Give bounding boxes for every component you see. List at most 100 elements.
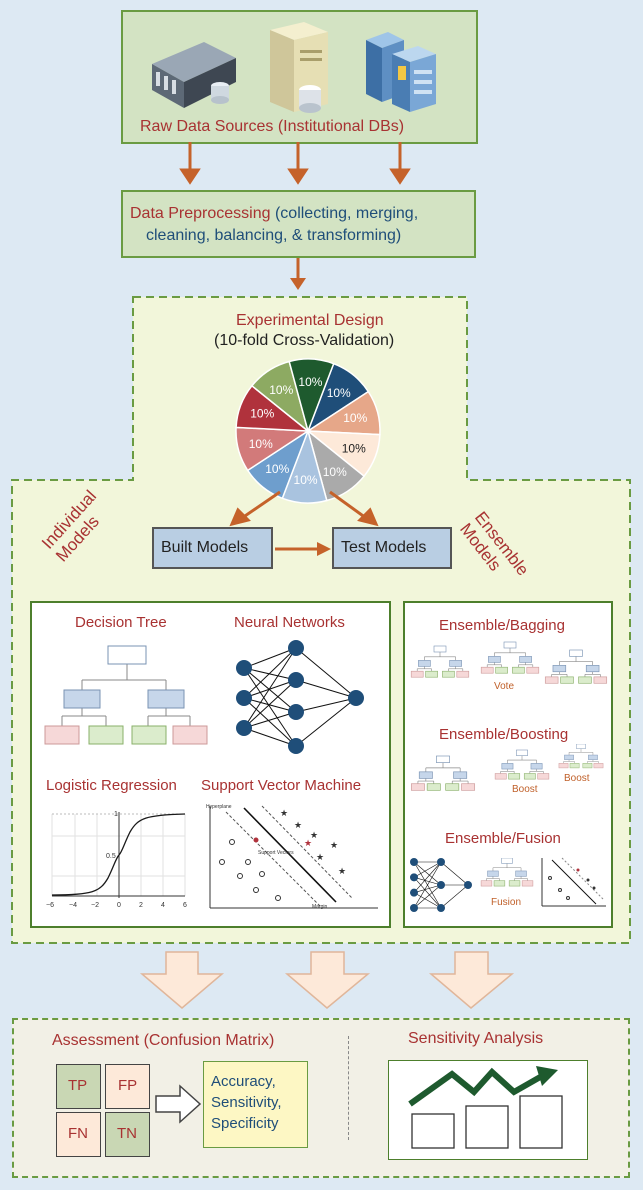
mini-tree — [480, 858, 534, 887]
cross-validation-pie: 10%10%10%10%10%10%10%10%10%10% — [235, 358, 381, 504]
pie-slice-label: 10% — [269, 383, 293, 397]
fusion-tree — [480, 858, 534, 887]
svm-margin-label: Margin — [312, 904, 328, 910]
logistic-x-tick: 2 — [139, 902, 143, 909]
boosting-trees — [410, 744, 604, 791]
pie-slice-label: 10% — [342, 441, 366, 455]
pie-slice-label: 10% — [323, 465, 347, 479]
server-rack-icon — [152, 42, 236, 108]
nn-edge — [295, 697, 357, 713]
preprocessing-detail-2: cleaning, balancing, & transforming) — [146, 227, 402, 244]
pie-slice — [288, 358, 335, 434]
metrics-box — [203, 1061, 308, 1148]
built-models-box — [152, 527, 273, 569]
logistic-x-tick: 6 — [183, 902, 187, 909]
confusion-tp — [56, 1064, 101, 1109]
svg-text:★: ★ — [280, 808, 288, 818]
nn-edge — [413, 884, 442, 893]
nn-node — [410, 888, 418, 897]
pie-slice-label: 10% — [249, 437, 273, 451]
nn-edge — [295, 679, 357, 699]
mini-tree — [558, 744, 604, 769]
nn-edge — [413, 877, 442, 909]
nn-node — [288, 704, 304, 720]
logistic-x-tick: 0 — [117, 902, 121, 909]
svm-hyperplane-label: Hyperplane — [206, 804, 232, 810]
mini-tree — [544, 649, 608, 684]
nn-node — [410, 858, 418, 866]
nn-edge — [243, 647, 297, 729]
confusion-tp-label: TP — [68, 1077, 88, 1094]
metric-accuracy: Accuracy, — [211, 1073, 276, 1090]
nn-node — [236, 720, 252, 736]
nn-edge — [243, 667, 297, 747]
confusion-fp — [105, 1064, 150, 1109]
metric-sensitivity: Sensitivity, — [211, 1094, 282, 1111]
nn-edge — [413, 861, 442, 909]
nn-edge — [243, 667, 297, 681]
preprocessing-title: Data Preprocessing — [130, 205, 271, 222]
logistic-y-tick-05: 0.5 — [106, 853, 116, 860]
nn-node — [437, 904, 445, 912]
nn-edge — [295, 647, 357, 699]
pie-slice-label: 10% — [327, 386, 351, 400]
nn-node — [437, 881, 445, 889]
confusion-tn — [105, 1112, 150, 1157]
mini-tree — [410, 645, 470, 678]
nn-node — [288, 672, 304, 688]
arrows-raw-to-preprocessing — [179, 142, 411, 185]
nn-edge — [243, 679, 297, 729]
mini-tree — [480, 641, 540, 674]
boost-label-2: Boost — [564, 773, 590, 784]
svg-text:★: ★ — [304, 838, 312, 848]
pie-slice-label: 10% — [343, 411, 367, 425]
nn-edge — [413, 861, 442, 878]
decision-tree-title: Decision Tree — [75, 614, 167, 631]
nn-edge — [243, 667, 297, 713]
pie-slice-label: 10% — [265, 462, 289, 476]
test-models-box — [332, 527, 452, 569]
nn-node — [288, 640, 304, 656]
preprocessing-detail-1: (collecting, merging, — [274, 205, 419, 222]
raw-data-sources-label: Raw Data Sources (Institutional DBs) — [140, 118, 405, 135]
mini-tree — [410, 755, 476, 791]
server-cluster-icon — [366, 32, 436, 112]
arrow-preprocessing-to-design — [290, 258, 306, 290]
database-server-icon — [270, 22, 328, 113]
confusion-fn-label: FN — [68, 1125, 88, 1142]
nn-edge — [243, 679, 297, 699]
preprocessing-box — [121, 190, 476, 258]
sensitivity-chart-icon — [408, 1066, 563, 1149]
sensitivity-analysis-title: Sensitivity Analysis — [408, 1030, 544, 1047]
svg-text:★: ★ — [294, 820, 302, 830]
svg-text:★: ★ — [316, 852, 324, 862]
svg-text:★: ★ — [338, 866, 346, 876]
arrows-pie-to-models — [229, 490, 379, 527]
nn-node — [464, 881, 472, 889]
ensemble-boosting-title: Ensemble/Boosting — [439, 726, 569, 743]
decision-tree-diagram — [44, 645, 208, 745]
nn-edge — [243, 727, 297, 747]
nn-edge — [413, 861, 442, 893]
preprocessing-line-1: Data Preprocessing (collecting, merging, — [130, 205, 418, 223]
logistic-x-tick: −4 — [69, 902, 77, 909]
confusion-fn — [56, 1112, 101, 1157]
logistic-x-tick: 4 — [161, 902, 165, 909]
metric-specificity: Specificity — [211, 1115, 279, 1132]
nn-node — [236, 690, 252, 706]
assessment-title: Assessment (Confusion Matrix) — [52, 1032, 275, 1049]
nn-node — [410, 873, 418, 882]
confusion-tn-label: TN — [117, 1125, 137, 1142]
nn-edge — [243, 697, 297, 713]
nn-edge — [295, 697, 357, 747]
nn-edge — [243, 647, 297, 699]
neural-network-diagram — [236, 640, 364, 754]
arrows-models-to-assessment — [139, 951, 515, 1009]
svm-title: Support Vector Machine — [201, 777, 362, 794]
nn-node — [236, 660, 252, 676]
assessment-divider — [348, 1036, 349, 1140]
boost-label-1: Boost — [512, 784, 538, 795]
nn-edge — [440, 861, 469, 886]
fusion-label: Fusion — [491, 897, 522, 908]
pie-slice-label: 10% — [294, 473, 318, 487]
